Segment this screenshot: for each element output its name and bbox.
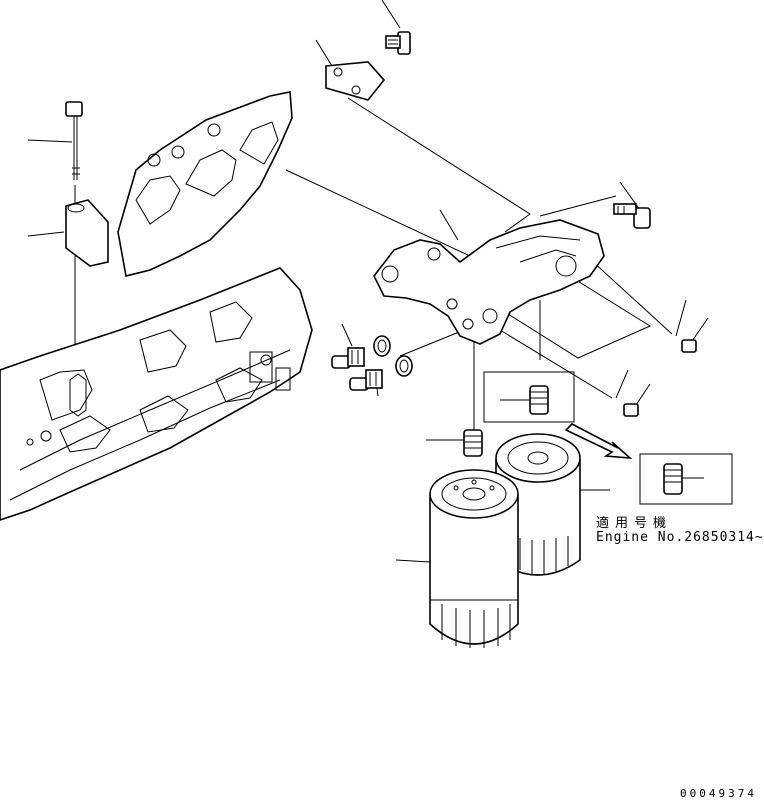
plug-upper xyxy=(681,339,697,353)
o-ring-lower xyxy=(395,355,413,377)
mounting-bolt-right xyxy=(613,203,651,229)
spacer-collar xyxy=(65,199,109,267)
filter-head xyxy=(373,219,605,345)
applicability-label: 適用号機 xyxy=(596,516,673,531)
oil-filter-front xyxy=(429,469,519,648)
plug-lower xyxy=(623,403,639,417)
fitting-lower xyxy=(349,369,383,391)
threaded-nipple xyxy=(463,429,483,457)
detail-box-new-nipple xyxy=(639,453,733,505)
spacer-plate xyxy=(325,61,386,101)
mounting-bracket xyxy=(117,91,293,277)
long-bolt xyxy=(65,101,83,180)
change-arrow xyxy=(564,423,633,459)
fitting-upper xyxy=(331,347,365,369)
o-ring-upper xyxy=(373,335,391,357)
engine-serial-note: Engine No.26850314~ xyxy=(596,530,764,545)
flange-bolt-top xyxy=(385,31,411,55)
engine-block xyxy=(0,267,313,521)
detail-box-nipple xyxy=(483,371,575,423)
drawing-number: 00049374 xyxy=(680,787,757,800)
